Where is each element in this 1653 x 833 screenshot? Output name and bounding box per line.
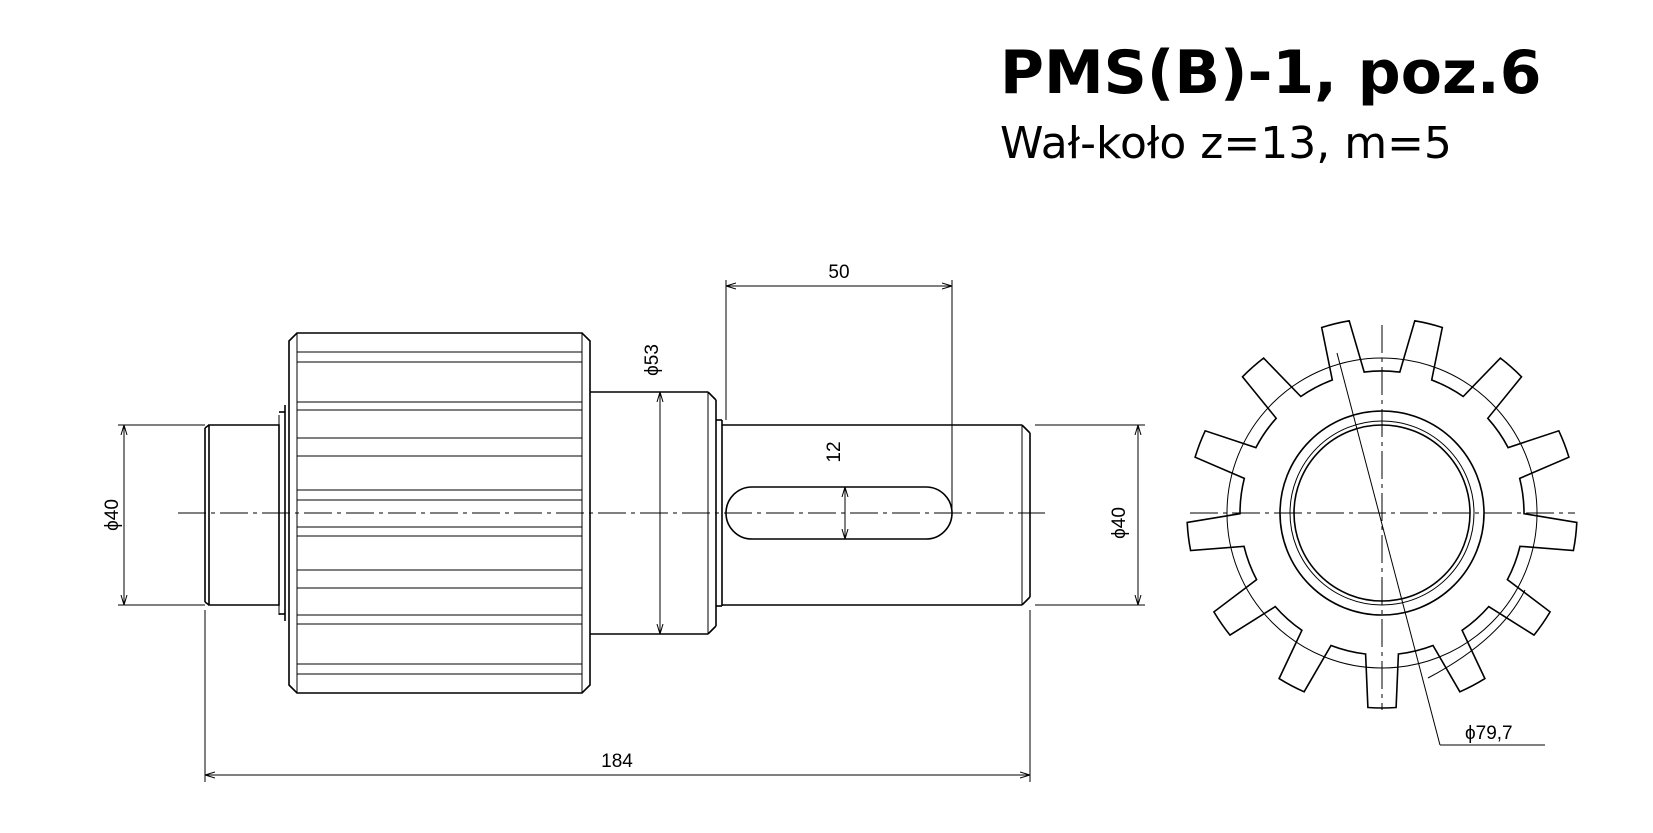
keyway-slot [725,486,953,540]
shaft-circle-inner [1293,424,1471,602]
shaft-circle-mid [1289,420,1475,606]
tip-diameter-arc [1427,589,1526,679]
right-diameter-label: ϕ40 [1109,507,1130,539]
dim-collar-diameter: ϕ53 [642,344,663,634]
shaft-side-view: 50 ϕ53 12 ϕ40 ϕ40 [102,262,1145,782]
drawing-title: PMS(B)-1, poz.6 [1000,38,1542,108]
dim-key-length: 50 [725,262,953,510]
shaft-circle-outer [1279,410,1485,616]
dim-overall-length: 184 [204,610,1031,782]
collar-journal [590,391,723,635]
dim-left-diameter: ϕ40 [102,424,205,606]
tip-diameter-label: ϕ79,7 [1465,723,1513,744]
gear-teeth-body [288,332,591,694]
collar-diameter-label: ϕ53 [642,344,663,376]
dim-key-width: 12 [824,441,845,539]
tip-diameter-leader [1336,352,1441,746]
root-circle [1226,357,1538,669]
dim-right-diameter: ϕ40 [1035,424,1145,606]
right-shaft [722,424,1031,606]
drawing-subtitle: Wał-koło z=13, m=5 [1000,118,1452,169]
key-length-label: 50 [828,262,849,283]
overall-length-label: 184 [601,751,633,772]
key-width-label: 12 [824,441,845,462]
gear-end-view: ϕ79,7 [1186,319,1578,746]
gear-tooth-profile [1186,319,1578,709]
left-diameter-label: ϕ40 [102,499,123,531]
left-journal [204,405,286,621]
